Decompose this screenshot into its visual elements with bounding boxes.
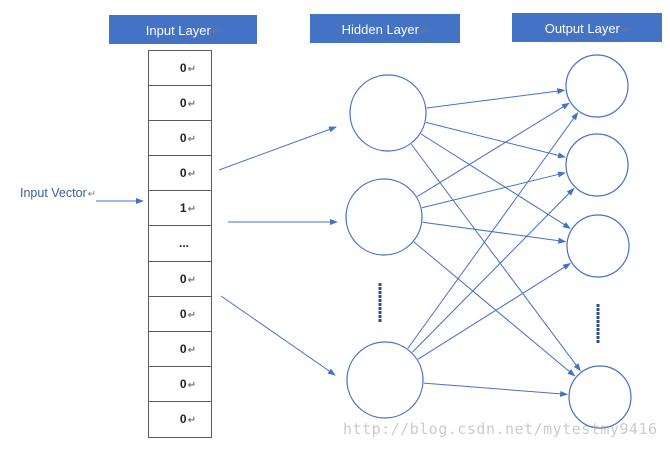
- paragraph-mark-icon: ↵: [419, 26, 429, 37]
- input-cell-value: 0: [179, 376, 187, 391]
- hidden-to-output-arrow: [425, 121, 566, 159]
- output-ellipsis-dot: [596, 336, 600, 339]
- input-cell: ...: [149, 226, 211, 262]
- output-ellipsis-dot: [596, 320, 600, 323]
- paragraph-mark-icon: ↵: [187, 204, 196, 216]
- hidden-to-output-arrow: [413, 241, 576, 377]
- hidden-to-output-arrow: [422, 221, 567, 244]
- input-cell: 0↵: [149, 51, 211, 87]
- hidden-ellipsis-dot: [378, 291, 382, 294]
- input-to-hidden-arrow: [220, 295, 336, 376]
- output-ellipsis-dot: [596, 312, 600, 315]
- paragraph-mark-icon: ↵: [187, 414, 196, 426]
- input-to-hidden-arrow: [218, 126, 337, 171]
- connection-arrows: [96, 88, 581, 397]
- hidden-to-output-arrow: [410, 143, 581, 372]
- output-ellipsis-dot: [596, 332, 600, 335]
- paragraph-mark-icon: ↵: [620, 25, 630, 36]
- output-ellipsis-dot: [596, 324, 600, 327]
- input-cell: 0↵: [149, 86, 211, 122]
- input-cell-value: 0: [179, 411, 187, 426]
- hidden-layer-title: Hidden Layer: [341, 22, 419, 37]
- paragraph-mark-icon: ↵: [187, 169, 196, 181]
- input-vector-label: Input Vector↵: [20, 186, 96, 200]
- hidden-ellipsis-dot: [378, 315, 382, 318]
- input-cell-value: 0: [179, 131, 187, 146]
- hidden-to-output-arrow: [417, 263, 571, 360]
- hidden-layer-header: Hidden Layer↵: [310, 14, 460, 43]
- output-neuron: [566, 214, 630, 278]
- input-cell-value: 0: [179, 341, 187, 356]
- output-layer-header: Output Layer↵: [512, 13, 662, 42]
- input-layer-title: Input Layer: [145, 23, 211, 38]
- hidden-neuron: [346, 341, 424, 419]
- input-cell: 0↵: [149, 332, 211, 367]
- hidden-ellipsis-dot: [378, 311, 382, 314]
- output-ellipsis-dot: [596, 328, 600, 331]
- hidden-ellipsis-dot: [378, 299, 382, 302]
- input-cell-value: 0: [179, 96, 187, 111]
- input-cell: 0↵: [149, 156, 211, 192]
- hidden-ellipsis-dot: [378, 287, 382, 290]
- input-cell: 0↵: [149, 297, 211, 332]
- output-neuron: [568, 365, 632, 429]
- hidden-ellipsis-dot: [378, 319, 382, 322]
- input-layer-header: Input Layer↵: [109, 15, 257, 44]
- output-ellipsis-dot: [596, 304, 600, 307]
- input-cell: 1↵: [149, 191, 211, 227]
- hidden-neuron: [345, 178, 423, 256]
- paragraph-mark-icon: ↵: [187, 379, 196, 391]
- output-ellipsis-dot: [596, 316, 600, 319]
- input-vector-table: 0↵ 0↵ 0↵ 0↵ 1↵ ... 0↵ 0↵ 0↵ 0↵ 0↵: [148, 50, 212, 439]
- input-cell: 0↵: [149, 262, 211, 297]
- hidden-ellipsis-dot: [378, 295, 382, 298]
- input-cell-value: 0: [179, 306, 187, 321]
- ellipsis-dots: [378, 283, 600, 343]
- hidden-neuron: [349, 74, 427, 152]
- paragraph-mark-icon: ↵: [87, 189, 97, 200]
- hidden-to-output-arrow: [416, 102, 570, 197]
- input-cell: 0↵: [149, 367, 211, 402]
- hidden-to-output-arrow: [412, 187, 575, 353]
- input-cell-value: 0: [179, 61, 187, 75]
- paragraph-mark-icon: ↵: [187, 309, 196, 321]
- hidden-to-output-arrow: [407, 111, 579, 349]
- paragraph-mark-icon: ↵: [187, 134, 196, 146]
- hidden-to-output-arrow: [421, 171, 566, 209]
- input-cell: 0↵: [149, 121, 211, 157]
- hidden-to-output-arrow: [426, 88, 566, 109]
- input-cell-value: 1: [179, 201, 187, 216]
- output-ellipsis-dot: [596, 308, 600, 311]
- output-neuron: [565, 54, 629, 118]
- input-cell-value: 0: [179, 166, 187, 181]
- hidden-to-output-arrow: [423, 382, 569, 397]
- paragraph-mark-icon: ↵: [187, 274, 196, 286]
- input-cell-value: ...: [178, 236, 189, 251]
- input-vector-label-text: Input Vector: [20, 186, 87, 200]
- hidden-ellipsis-dot: [378, 307, 382, 310]
- neuron-nodes: [345, 54, 632, 429]
- output-layer-title: Output Layer: [544, 21, 620, 36]
- watermark: http://blog.csdn.net/mytestmy9416: [343, 420, 658, 438]
- paragraph-mark-icon: ↵: [211, 27, 221, 38]
- input-cell-value: 0: [179, 271, 187, 286]
- input-cell: 0↵: [149, 402, 211, 437]
- output-neuron: [565, 133, 629, 197]
- paragraph-mark-icon: ↵: [187, 344, 196, 356]
- hidden-ellipsis-dot: [378, 303, 382, 306]
- paragraph-mark-icon: ↵: [187, 99, 196, 111]
- paragraph-mark-icon: ↵: [187, 64, 196, 75]
- hidden-to-output-arrow: [420, 133, 571, 229]
- output-ellipsis-dot: [596, 340, 600, 343]
- hidden-ellipsis-dot: [378, 283, 382, 286]
